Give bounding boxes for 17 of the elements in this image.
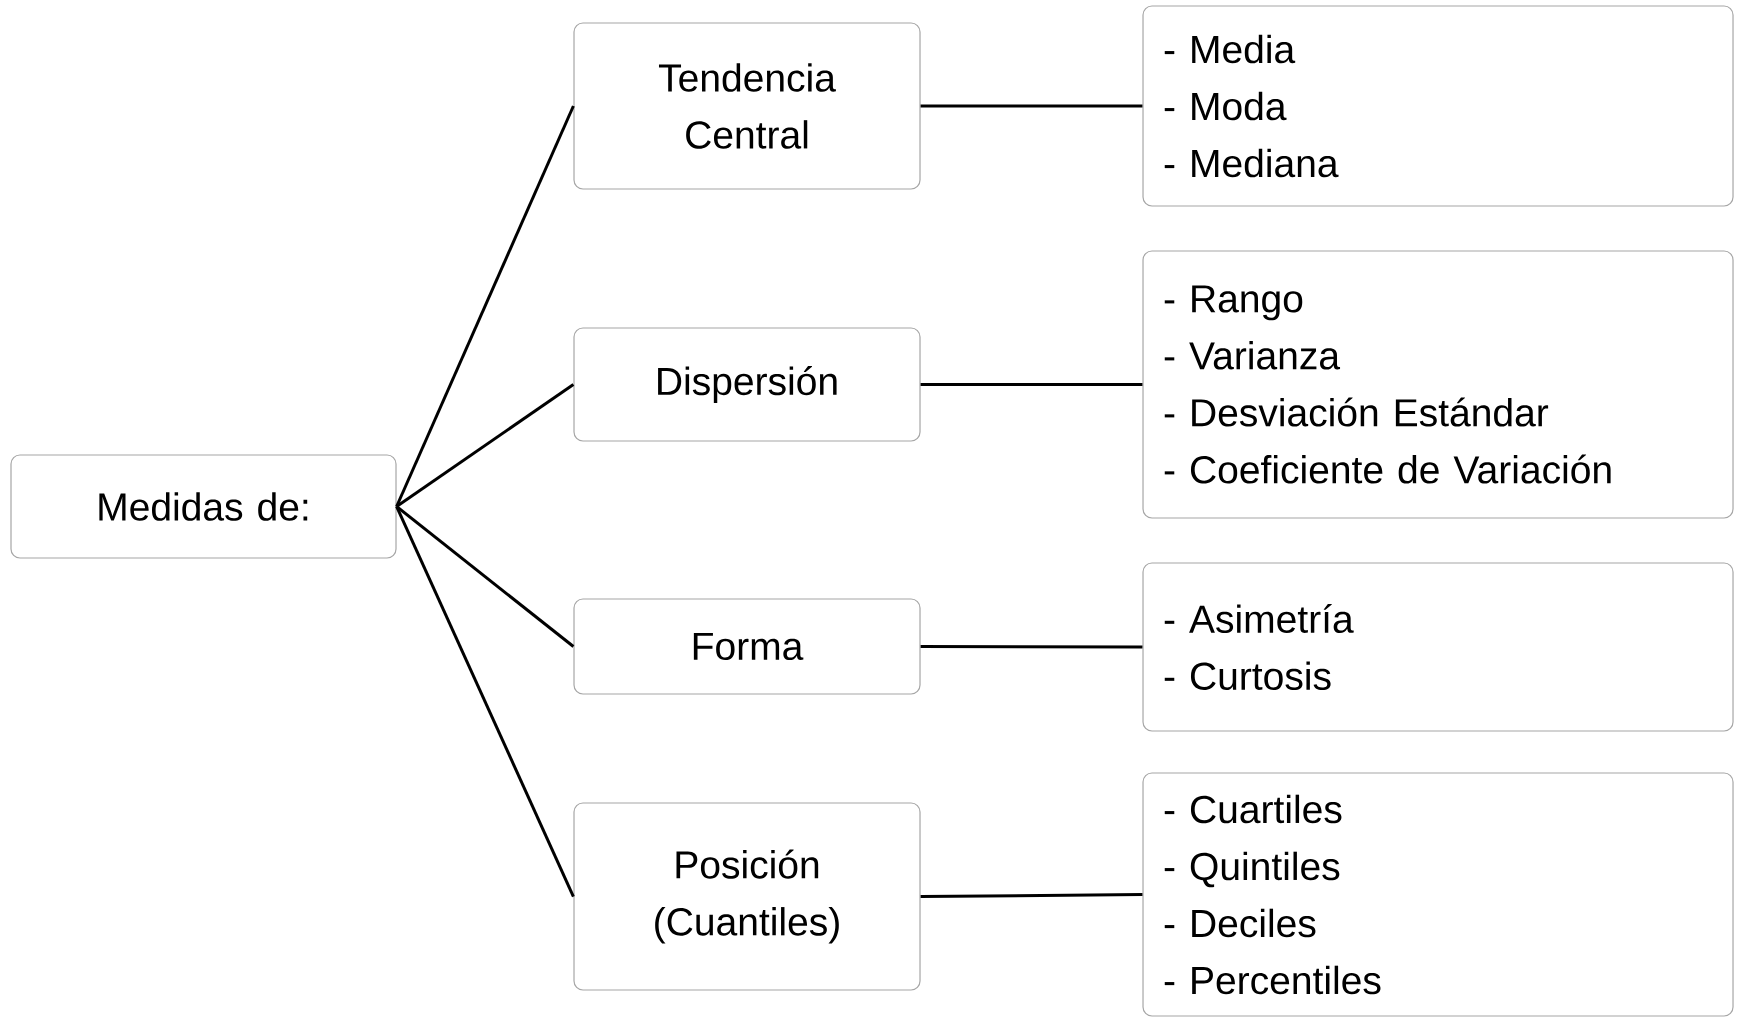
connector-line <box>920 383 1143 386</box>
category-box: Tendencia Central <box>573 22 921 190</box>
connector-line <box>920 893 1143 898</box>
connector-line <box>395 505 575 898</box>
category-box: Forma <box>573 598 921 695</box>
category-box: Dispersión <box>573 327 921 442</box>
connector-line <box>920 104 1143 108</box>
connector-line <box>920 645 1143 649</box>
list-box: - Media - Moda - Mediana <box>1142 5 1734 207</box>
category-box: Posición (Cuantiles) <box>573 802 921 991</box>
category-box: Medidas de: <box>10 454 397 559</box>
list-box: - Asimetría - Curtosis <box>1142 562 1734 732</box>
connector-line <box>395 105 575 508</box>
connector-line <box>395 505 575 648</box>
list-box: - Cuartiles - Quintiles - Deciles - Percentiles <box>1142 772 1734 1017</box>
list-box: - Rango - Varianza - Desviación Estándar - Coeficiente de Variación <box>1142 250 1734 519</box>
connector-line <box>395 383 575 508</box>
